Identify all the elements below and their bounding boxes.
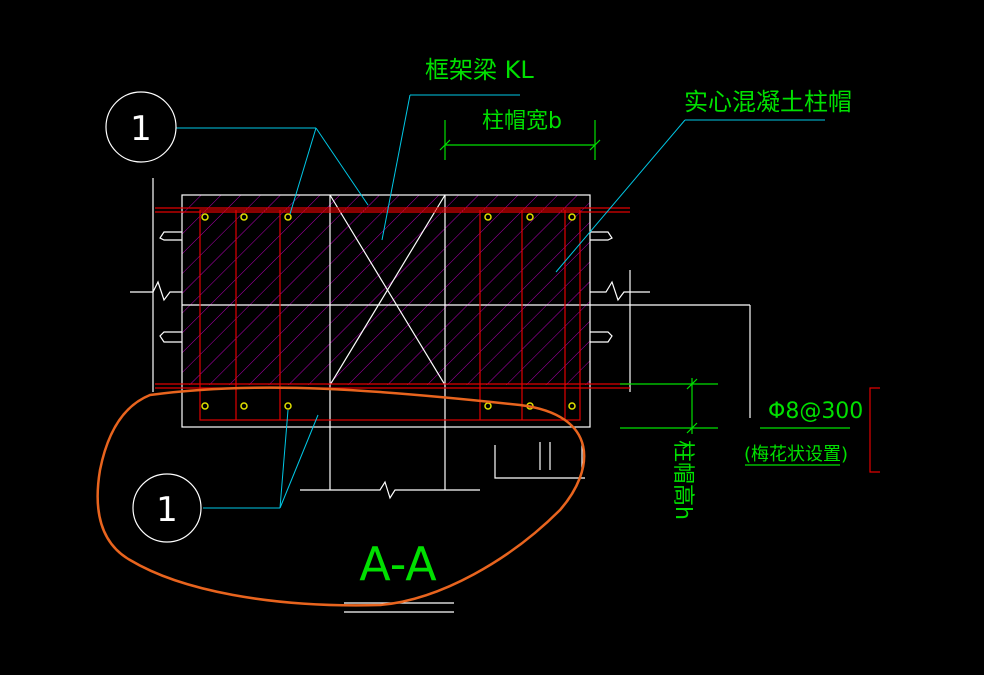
label-rebar-spec: Φ8@300 [768,399,863,424]
rebar-dot [568,402,576,410]
label-frame-beam: 框架梁 KL [425,56,534,84]
section-title: A-A [359,537,437,591]
rebar-dot [484,213,492,221]
callout-circle-bottom [132,473,202,543]
rebar-dot [484,402,492,410]
rebar-dot [568,213,576,221]
dimension-lines [439,120,850,466]
rebar-dot [201,213,209,221]
rebar-dot [240,213,248,221]
callout-number-bottom: 1 [156,490,178,530]
rebar-dot [284,213,292,221]
rebar-dot [240,402,248,410]
callout-number-top: 1 [130,109,152,149]
concrete-hatch-area [182,195,590,385]
label-cap-width: 柱帽宽b [482,109,562,134]
rebar-dots [201,213,576,410]
callout-circle-top [105,91,177,163]
rebar-dot [284,402,292,410]
label-solid-concrete-cap: 实心混凝土柱帽 [684,88,852,116]
label-cap-height: 柱帽高h [670,440,695,520]
rebar-dot [526,213,534,221]
rebar-lines [155,207,880,473]
leader-lines [176,94,825,509]
label-rebar-note: (梅花状设置) [744,444,848,465]
structural-outline [130,178,751,613]
hand-drawn-highlight [96,386,586,607]
rebar-dot [201,402,209,410]
